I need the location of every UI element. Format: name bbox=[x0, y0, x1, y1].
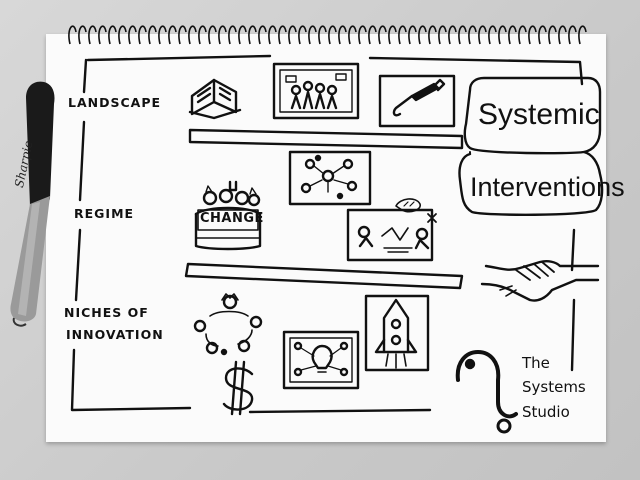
rocket-icon bbox=[364, 294, 430, 372]
change-sign-text: CHANGE bbox=[200, 211, 264, 226]
frame-top-right-line bbox=[368, 56, 584, 86]
niches-label-line1: NICHES OF bbox=[64, 305, 149, 320]
network-people-icon bbox=[288, 150, 372, 206]
spiral-binding-icon bbox=[68, 25, 587, 45]
circle-of-people-icon bbox=[193, 293, 263, 356]
title-bubble-top bbox=[463, 76, 602, 155]
studio-line3: Studio bbox=[522, 403, 570, 421]
niches-label-line2: INNOVATION bbox=[66, 327, 164, 342]
handshake-icon bbox=[480, 260, 600, 302]
frame-left-upper-line bbox=[78, 120, 86, 202]
dollar-icon bbox=[222, 360, 254, 416]
studio-line2: Systems bbox=[522, 378, 586, 396]
lightbulb-network-icon bbox=[282, 330, 360, 390]
frame-bottom-mid-line bbox=[248, 408, 432, 414]
frame-left-mid-line bbox=[74, 228, 82, 302]
protest-crowd-icon bbox=[272, 62, 360, 120]
frame-right-upper-line bbox=[570, 228, 576, 272]
frame-right-lower-line bbox=[570, 298, 576, 372]
landscape-regime-divider bbox=[188, 128, 464, 150]
title-line2: Interventions bbox=[470, 172, 625, 202]
studio-line1: The bbox=[522, 354, 550, 372]
frame-bottom-left-line bbox=[70, 348, 192, 412]
landscape-label: LANDSCAPE bbox=[68, 95, 162, 110]
paintbrush-icon bbox=[378, 74, 456, 128]
collaboration-whiteboard-icon bbox=[346, 198, 437, 262]
sketchbook-page bbox=[46, 34, 606, 442]
title-line1: Systemic bbox=[478, 98, 600, 131]
regime-niches-divider bbox=[184, 262, 464, 290]
regime-label: REGIME bbox=[74, 206, 135, 221]
title-bubble-bottom bbox=[458, 150, 604, 216]
change-cake-icon bbox=[194, 180, 262, 251]
frame-left-top-line bbox=[82, 58, 88, 94]
sharpie-marker-icon bbox=[10, 81, 55, 327]
book-icon bbox=[188, 78, 242, 120]
frame-top-left-line bbox=[86, 54, 272, 62]
systems-studio-logo-icon bbox=[455, 350, 518, 434]
